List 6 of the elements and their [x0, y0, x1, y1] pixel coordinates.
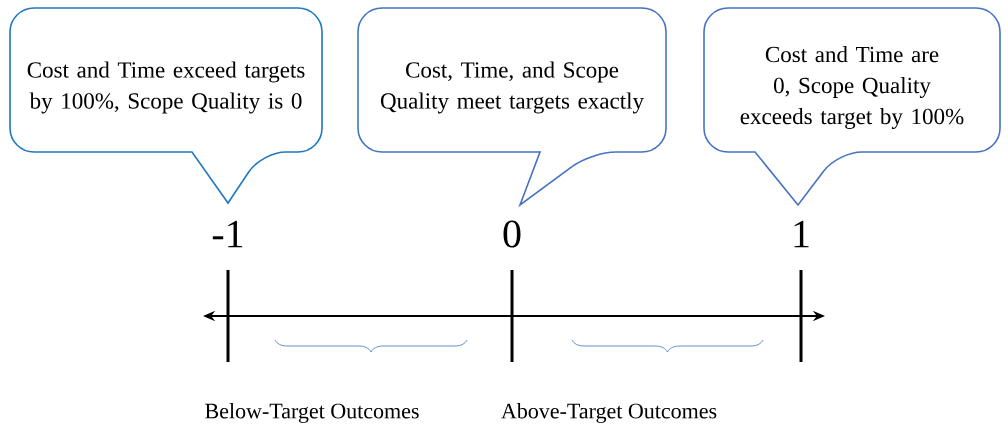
range-label: Above-Target Outcomes — [501, 403, 717, 423]
range-label: Below-Target Outcomes — [205, 403, 419, 423]
speech-bubble: Cost and Time are 0, Scope Quality exceeds target by 100% — [703, 7, 1001, 206]
speech-bubble: Cost and Time exceed targets by 100%, Scope Quality is 0 — [9, 7, 323, 204]
speech-bubble: Cost, Time, and Scope Quality meet targets exactly — [357, 7, 667, 206]
tick-label: -1 — [212, 220, 243, 248]
